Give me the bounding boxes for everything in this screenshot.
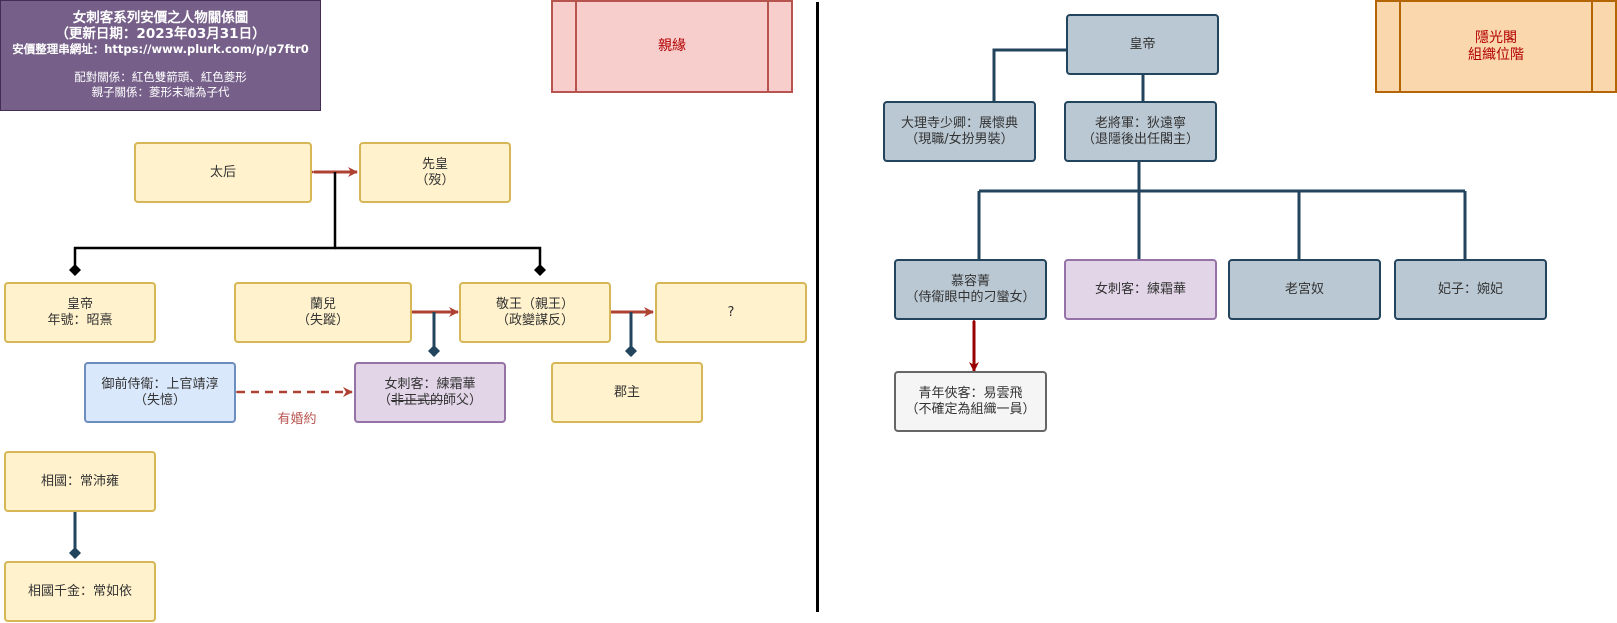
org-legend-label-2: 組織位階 — [1468, 46, 1524, 63]
org-node-old-general: 老將軍：狄遠寧 （退隱後出任閣主） — [1064, 101, 1217, 162]
node-emperor: 皇帝 年號：昭熹 — [4, 282, 156, 343]
org-node-murong: 慕容菁 （侍衛眼中的刁蠻女） — [894, 259, 1047, 320]
node-princess: 郡主 — [551, 362, 703, 423]
node-chancellor-daughter: 相國千金：常如依 — [4, 561, 156, 622]
org-line-emperor-judge — [992, 48, 1066, 101]
source-link[interactable]: 安價整理串網址：https://www.plurk.com/p/p7ftr0 — [12, 42, 309, 56]
org-node-emperor: 皇帝 — [1066, 14, 1219, 75]
node-chancellor: 相國：常沛雍 — [4, 451, 156, 512]
section-divider — [816, 2, 819, 612]
engagement-label: 有婚約 — [277, 412, 317, 427]
node-empress-dowager: 太后 — [134, 142, 312, 203]
kinship-legend: 親緣 — [551, 0, 793, 93]
org-node-young-swordsman: 青年俠客：易雲飛 （不確定為組織一員） — [894, 371, 1047, 432]
legend-pair-text: 配對關係：紅色雙箭頭、紅色菱形 — [74, 70, 247, 84]
org-node-consort: 妃子：婉妃 — [1394, 259, 1547, 320]
node-lan-er: 蘭兒 （失蹤） — [234, 282, 412, 343]
update-date: （更新日期：2023年03月31日） — [55, 26, 266, 42]
node-imperial-guard: 御前侍衛：上官靖淳 （失憶） — [84, 362, 236, 423]
org-node-old-eunuch: 老宮奴 — [1228, 259, 1381, 320]
org-node-female-assassin: 女刺客：練霜華 — [1064, 259, 1217, 320]
node-prince-jing: 敬王（親王） （政變謀反） — [459, 282, 611, 343]
node-unknown-partner: ? — [655, 282, 807, 343]
org-node-judge: 大理寺少卿：展懷典 （現職/女扮男裝） — [883, 101, 1036, 162]
kinship-legend-label: 親緣 — [658, 38, 686, 54]
node-female-assassin: 女刺客：練霜華 （非正式的師父） — [354, 362, 506, 423]
title-info-box: 女刺客系列安價之人物關係圖 （更新日期：2023年03月31日） 安價整理串網址… — [0, 0, 321, 111]
node-late-emperor: 先皇 （歿） — [359, 142, 511, 203]
org-legend-label-1: 隱光閣 — [1475, 29, 1517, 46]
parent-line-to-prince-jing — [335, 246, 546, 276]
org-legend: 隱光閣 組織位階 — [1375, 0, 1617, 93]
diagram-title: 女刺客系列安價之人物關係圖 — [72, 10, 249, 26]
parent-line-to-emperor — [69, 172, 337, 276]
legend-parent-text: 親子關係：菱形末端為子代 — [91, 85, 230, 99]
